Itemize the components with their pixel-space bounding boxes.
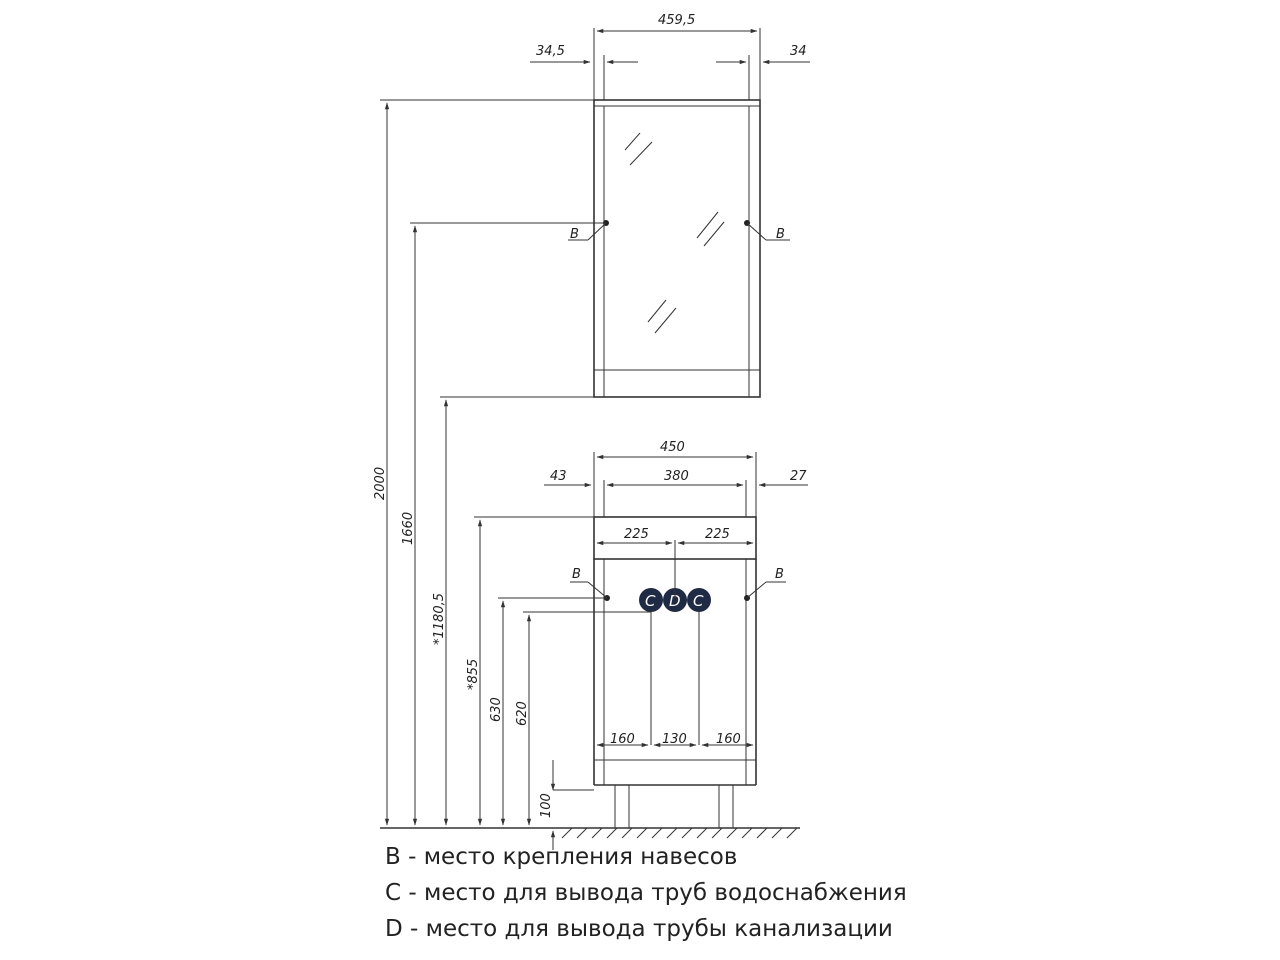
marker-c-right: C (693, 592, 704, 610)
dim-center-right: 225 (705, 527, 730, 542)
dim-hang-height-cabinet: 630 (489, 697, 504, 722)
dim-cabinet-width: 450 (660, 440, 685, 455)
vertical-dimension-lines (380, 99, 651, 850)
b-label-bottom-right: B (775, 567, 784, 582)
b-label-bottom-left: B (572, 567, 581, 582)
b-label-top-left: B (570, 227, 579, 242)
mirror-cabinet (568, 99, 790, 398)
b-label-top-right: B (776, 227, 785, 242)
vanity-dimension-lines (544, 452, 808, 748)
legend-item-b: B - место крепления навесов (385, 844, 738, 870)
dim-cabinet-right-offset: 27 (790, 469, 807, 484)
legend-item-d: D - место для вывода трубы канализации (385, 916, 893, 942)
dim-cabinet-left-offset: 43 (550, 469, 567, 484)
dim-bottom-right: 160 (716, 732, 741, 747)
dim-top-right-offset: 34 (790, 44, 807, 59)
dim-mirror-bottom-height: *1180,5 (432, 593, 447, 645)
dim-cabinet-height: *855 (466, 659, 481, 690)
legend-item-c: C - место для вывода труб водоснабжения (385, 880, 907, 906)
marker-c-left: C (645, 592, 656, 610)
dim-mirror-hang-height: 1660 (401, 512, 416, 545)
dim-top-left-offset: 34,5 (536, 44, 565, 59)
dim-total-height: 2000 (373, 467, 388, 500)
top-dimension-lines (530, 28, 810, 100)
dim-top-width: 459,5 (658, 13, 695, 28)
floor-line (380, 827, 800, 839)
marker-d: D (669, 592, 681, 610)
dim-bottom-mid: 130 (662, 732, 687, 747)
dim-leg-height: 100 (539, 793, 554, 818)
vanity-cabinet (570, 516, 786, 829)
dim-cabinet-inner: 380 (664, 469, 689, 484)
dim-bottom-left: 160 (610, 732, 635, 747)
dim-center-left: 225 (624, 527, 649, 542)
dim-pipe-height: 620 (515, 701, 530, 726)
